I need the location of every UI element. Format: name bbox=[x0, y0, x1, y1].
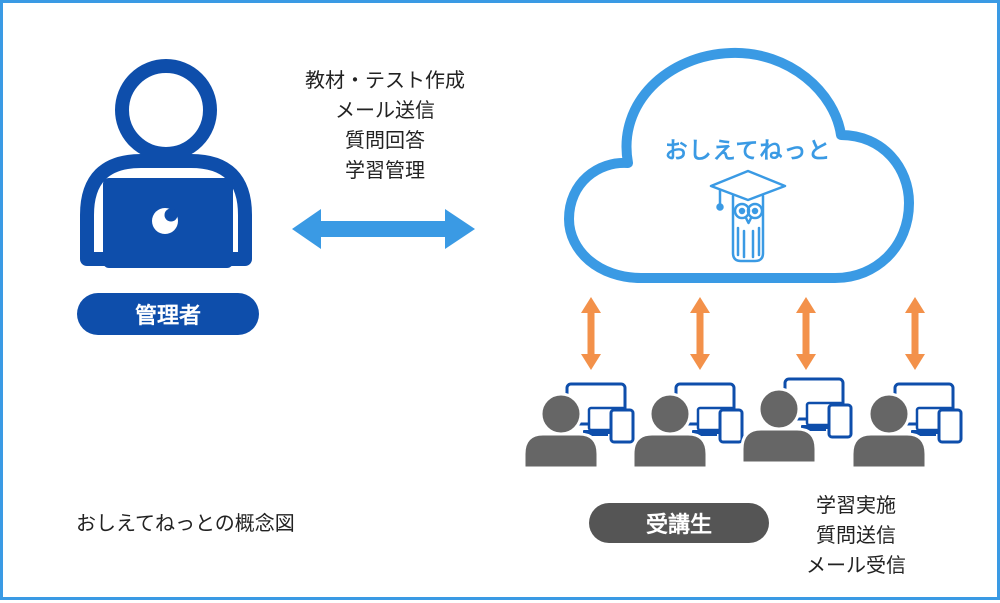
admin-cloud-double-arrow-icon bbox=[292, 209, 475, 249]
cloud-learner-arrows bbox=[581, 297, 925, 370]
double-arrow-icon bbox=[905, 297, 925, 370]
learner-task-item: メール受信 bbox=[806, 553, 906, 577]
learner-task-list: 学習実施 質問送信 メール受信 bbox=[781, 490, 931, 580]
learner-label: 受講生 bbox=[589, 503, 769, 543]
admin-label: 管理者 bbox=[77, 293, 259, 335]
owl-graduate-icon bbox=[709, 169, 787, 263]
learner-task-item: 学習実施 bbox=[816, 493, 896, 517]
admin-task-item: 質問回答 bbox=[345, 128, 425, 152]
cloud-icon bbox=[564, 47, 914, 283]
person-with-devices-icon bbox=[740, 377, 853, 465]
admin-task-item: 学習管理 bbox=[345, 158, 425, 182]
person-with-devices-icon bbox=[522, 382, 635, 470]
admin-person-icon bbox=[80, 59, 252, 268]
diagram-caption: おしえてねっとの概念図 bbox=[76, 511, 295, 535]
double-arrow-icon bbox=[690, 297, 710, 370]
double-arrow-icon bbox=[581, 297, 601, 370]
admin-task-list: 教材・テスト作成 メール送信 質問回答 学習管理 bbox=[265, 65, 505, 185]
person-with-devices-icon bbox=[631, 382, 744, 470]
person-with-devices-icon bbox=[850, 382, 963, 470]
learner-group bbox=[522, 377, 963, 470]
diagram-graphics bbox=[80, 47, 963, 470]
admin-task-item: 教材・テスト作成 bbox=[305, 68, 465, 92]
admin-task-item: メール送信 bbox=[335, 98, 435, 122]
learner-task-item: 質問送信 bbox=[816, 523, 896, 547]
service-name: おしえてねっと bbox=[664, 138, 832, 164]
double-arrow-icon bbox=[796, 297, 816, 370]
